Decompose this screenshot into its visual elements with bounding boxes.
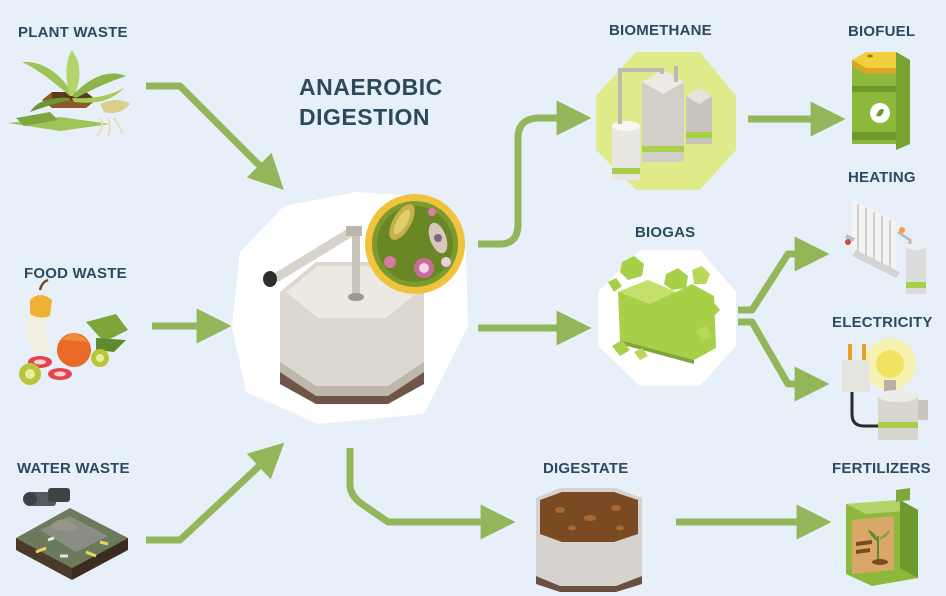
diagram-title: ANAEROBIC DIGESTION [299,72,443,132]
label-plant-waste: PLANT WASTE [18,24,128,41]
title-line-2: DIGESTION [299,104,431,130]
plant-waste-icon [8,50,130,137]
label-biomethane: BIOMETHANE [609,22,712,39]
arrow-digester-to-biomethane [478,100,592,248]
biogas-icon [598,250,736,386]
fertilizers-icon [846,488,918,586]
title-line-1: ANAEROBIC [299,74,443,100]
label-electricity: ELECTRICITY [832,314,933,331]
label-digestate: DIGESTATE [543,460,629,477]
digester-icon [232,192,468,424]
food-waste-icon [19,278,128,385]
arrow-biogas-to-heating [738,236,830,314]
label-fertilizers: FERTILIZERS [832,460,931,477]
label-water-waste: WATER WASTE [17,460,130,477]
label-food-waste: FOOD WASTE [24,265,127,282]
label-biofuel: BIOFUEL [848,23,916,40]
electricity-icon [842,338,928,440]
arrow-water-to-digester [146,442,285,544]
arrow-biogas-to-electricity [738,318,830,402]
biomethane-icon [596,52,736,190]
label-biogas: BIOGAS [635,224,696,241]
flow-arrows [146,82,846,544]
arrow-digester-to-digestate [346,448,516,540]
arrow-plant-to-digester [146,82,284,190]
water-waste-icon [16,488,128,580]
heating-icon [845,200,926,294]
label-heating: HEATING [848,169,916,186]
digestate-icon [536,488,642,592]
biofuel-icon [852,52,910,150]
